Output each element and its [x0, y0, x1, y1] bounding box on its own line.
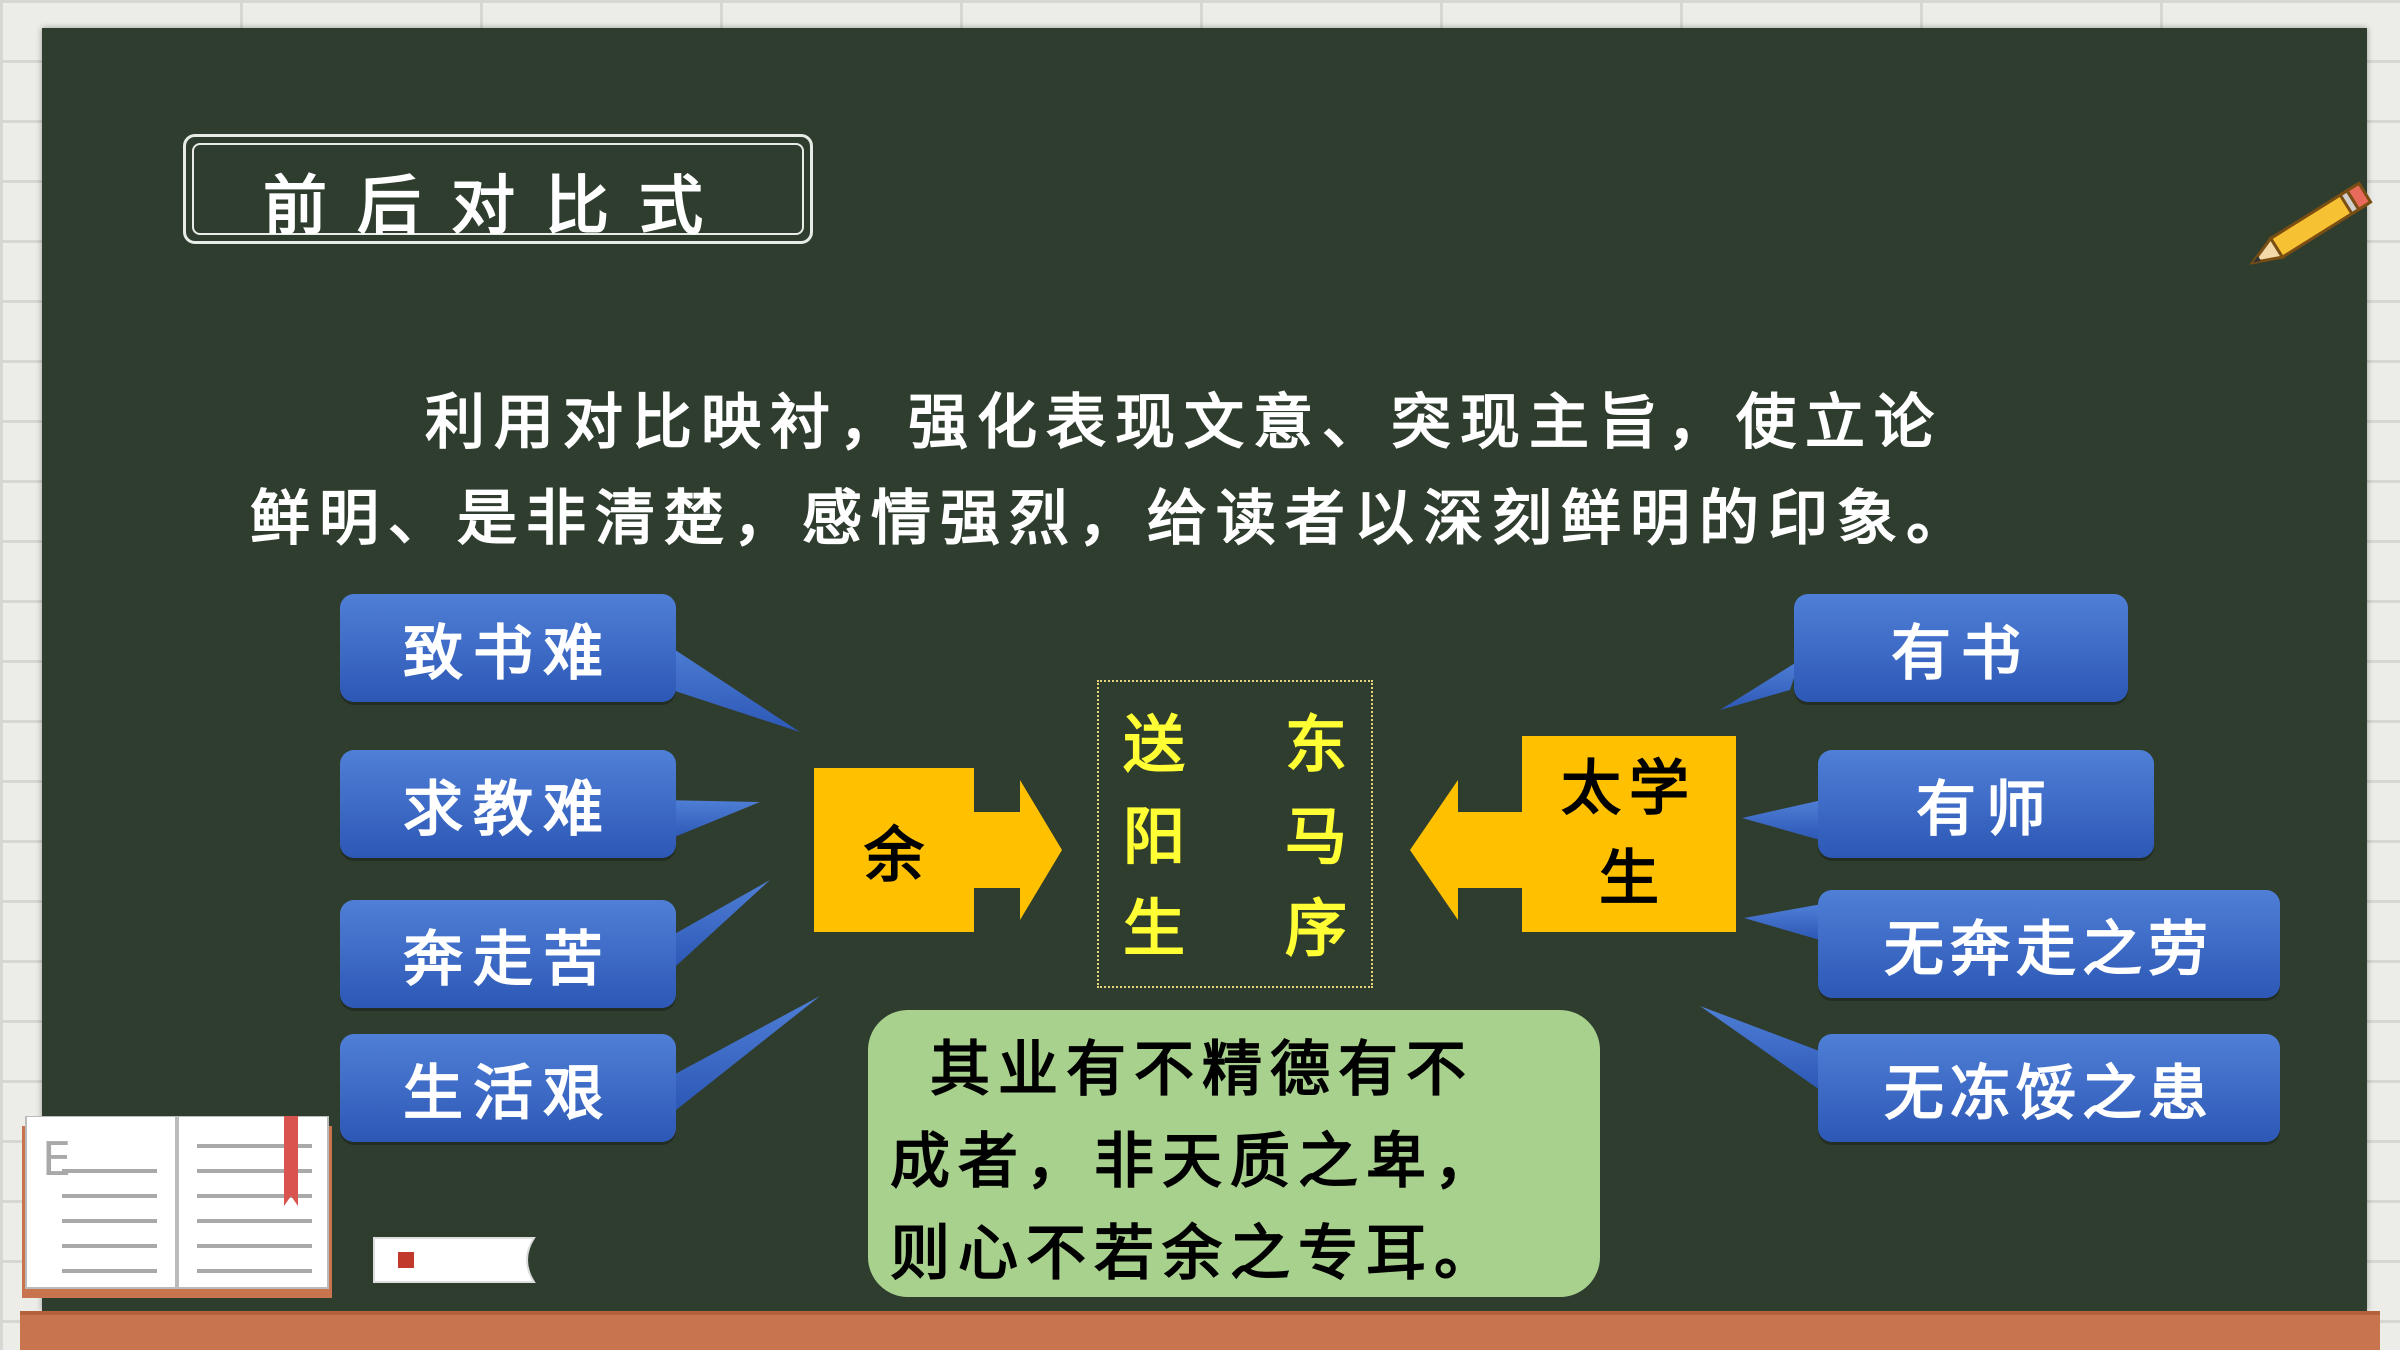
quote-box: 其业有不精德有不 成者，非天质之卑， 则心不若余之专耳。: [868, 1010, 1600, 1297]
chalkboard-ledge: [20, 1311, 2380, 1350]
right-box-student: 太学 生: [1522, 736, 1736, 932]
center-title-box: 送 阳 生 东 马 序: [1097, 680, 1373, 988]
title-frame: 前后对比式: [183, 134, 813, 244]
description-paragraph: 利用对比映衬，强化表现文意、突现主旨，使立论 鲜明、是非清楚，感情强烈，给读者以…: [250, 375, 2250, 567]
right-bubble-3: 无奔走之劳: [1818, 890, 2280, 998]
left-box-yu: 余: [814, 768, 974, 932]
center-char: 东: [1284, 708, 1347, 781]
left-bubble-1: 致书难: [340, 594, 676, 702]
quote-line-3: 则心不若余之专耳。: [890, 1219, 1502, 1289]
left-bubble-4: 生活艰: [340, 1034, 676, 1142]
center-char: 序: [1284, 892, 1347, 965]
center-char: 送: [1122, 708, 1185, 781]
pencil-icon: [2249, 181, 2373, 265]
quote-line-1: 其业有不精德有不: [930, 1035, 1474, 1105]
right-bubble-1: 有书: [1794, 594, 2128, 702]
page-title: 前后对比式: [263, 169, 733, 244]
right-box-line-2: 生: [1599, 844, 1659, 914]
right-box-line-1: 太学: [1561, 754, 1697, 824]
center-char: 马: [1284, 800, 1347, 873]
left-bubble-2: 求教难: [340, 750, 676, 858]
left-bubble-3: 奔走苦: [340, 900, 676, 1008]
quote-line-2: 成者，非天质之卑，: [890, 1127, 1502, 1197]
center-char: 生: [1122, 892, 1185, 965]
right-bubble-4: 无冻馁之患: [1818, 1034, 2280, 1142]
chalk-eraser-icon: [373, 1237, 536, 1283]
paragraph-line-1: 利用对比映衬，强化表现文意、突现主旨，使立论: [425, 388, 1943, 458]
right-bubble-2: 有师: [1818, 750, 2154, 858]
open-book-icon: [22, 1116, 332, 1298]
book-letter: E: [42, 1132, 72, 1186]
paragraph-line-2: 鲜明、是非清楚，感情强烈，给读者以深刻鲜明的印象。: [250, 484, 1975, 554]
center-char: 阳: [1122, 800, 1185, 873]
